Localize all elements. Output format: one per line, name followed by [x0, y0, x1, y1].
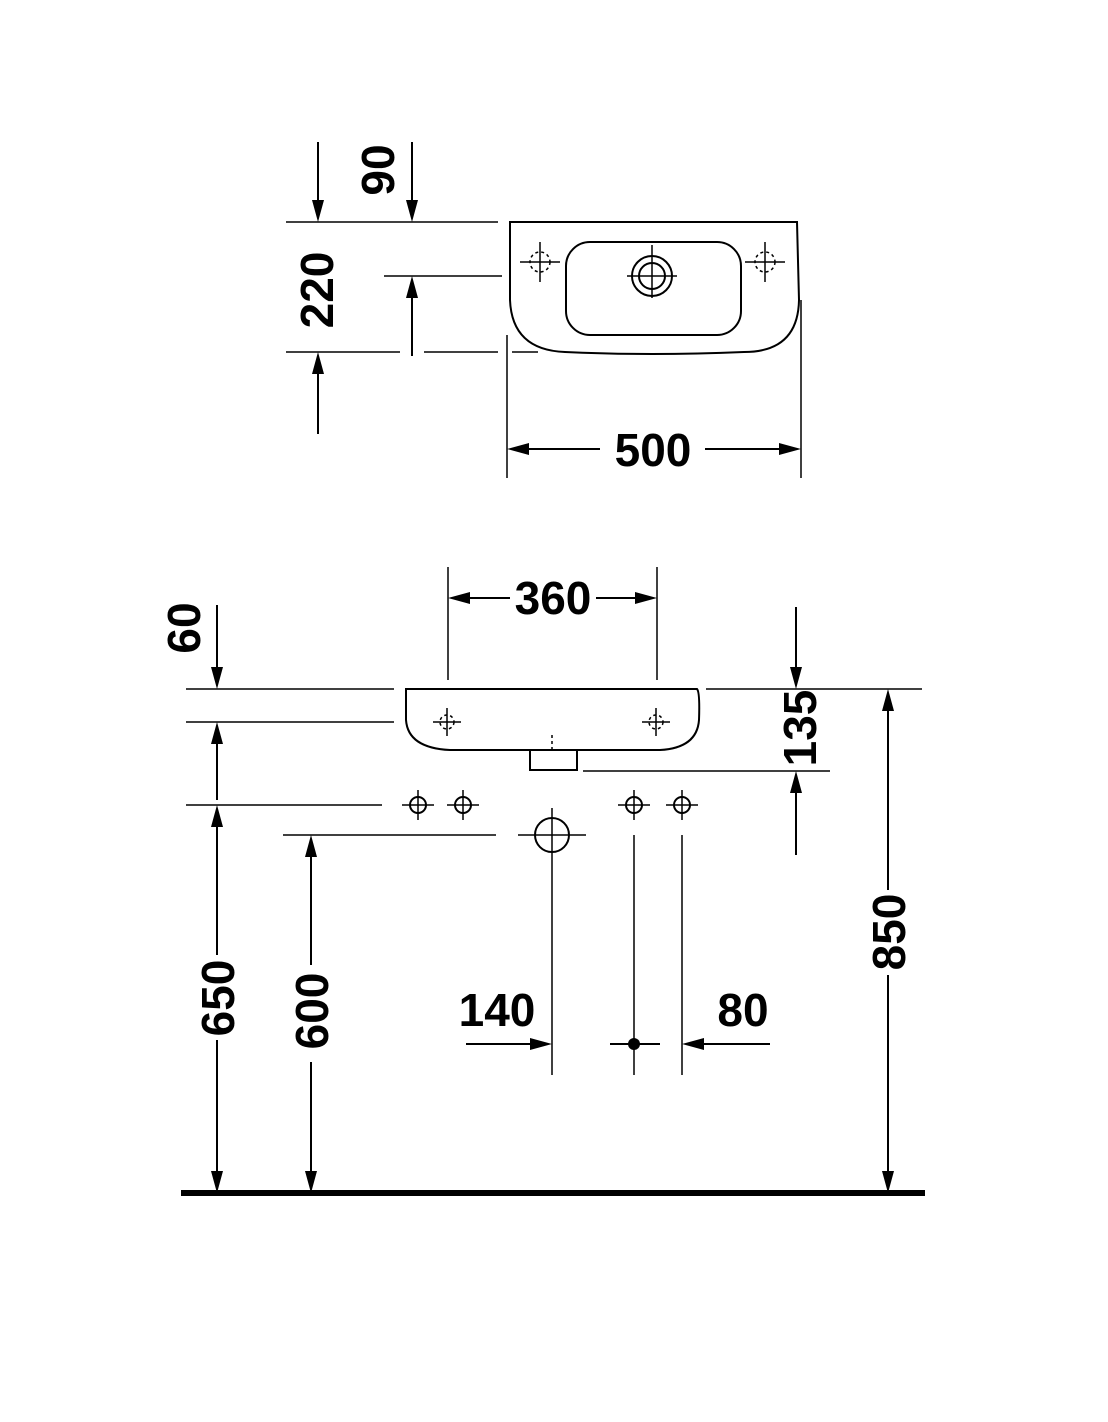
dim-850-label: 850 [863, 894, 915, 971]
front-view: 360 60 135 850 650 600 [158, 567, 925, 1196]
dim-360-label: 360 [515, 572, 592, 624]
dim-135-label: 135 [774, 690, 826, 767]
dim-60-label: 60 [158, 602, 210, 653]
wall-fixing-1-icon [402, 790, 434, 820]
dim-220-label: 220 [291, 252, 343, 329]
basin-top-outline [509, 221, 801, 355]
tap-hole-icon [627, 245, 677, 298]
wall-fixing-2-icon [447, 790, 479, 820]
dim-650-label: 650 [192, 960, 244, 1037]
top-view: 90 220 500 [286, 142, 802, 478]
waste-outlet-icon [518, 808, 586, 860]
waste-spout [529, 750, 578, 771]
dim-500-label: 500 [615, 424, 692, 476]
dim-90-label: 90 [352, 144, 404, 195]
dim-80-label: 80 [717, 984, 768, 1036]
basin-fixing-right-icon [642, 708, 670, 736]
basin-front-outline [405, 688, 701, 751]
basin-bowl [565, 241, 742, 336]
wall-fixing-3-icon [618, 790, 650, 820]
fixing-hole-left-icon [520, 242, 560, 282]
dim-600-label: 600 [286, 973, 338, 1050]
fixing-hole-right-icon [745, 242, 785, 282]
wall-fixing-4-icon [666, 790, 698, 820]
basin-fixing-left-icon [433, 708, 461, 736]
dim-140-label: 140 [459, 984, 536, 1036]
